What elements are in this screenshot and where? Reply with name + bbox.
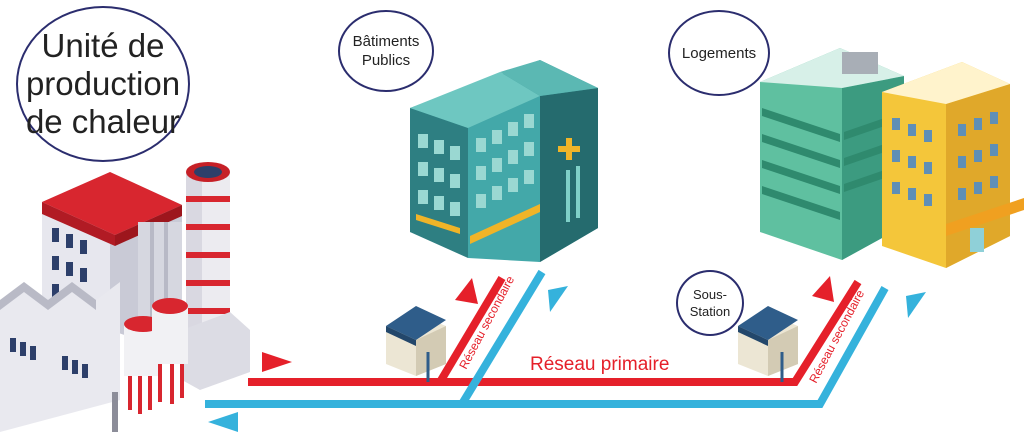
hot-flow-arrow-icon (812, 276, 834, 302)
cold-return-arrow-icon (208, 412, 238, 432)
housing-label: Logements (681, 44, 757, 62)
heat-production-unit-label: Unité de production de chaleur (25, 27, 181, 140)
public-building (410, 60, 598, 262)
hot-flow-arrow-icon (262, 352, 292, 372)
public-buildings-bubble: Bâtiments Publics (338, 10, 434, 92)
primary-network-label: Réseau primaire (530, 354, 669, 375)
substation-bubble: Sous- Station (676, 270, 744, 336)
heat-production-plant (0, 162, 250, 432)
primary-network-pipes (205, 269, 926, 432)
cold-return-arrow-icon (906, 292, 926, 318)
public-buildings-label: Bâtiments Publics (352, 33, 420, 69)
hot-flow-arrow-icon (455, 278, 478, 304)
substation-label: Sous- Station (689, 287, 731, 319)
substation-2 (738, 306, 798, 382)
housing-bubble: Logements (668, 10, 770, 96)
heat-production-unit-bubble: Unité de production de chaleur (16, 6, 190, 162)
cold-return-arrow-icon (548, 286, 568, 312)
housing-buildings (760, 48, 1024, 268)
substation-1 (386, 306, 446, 382)
